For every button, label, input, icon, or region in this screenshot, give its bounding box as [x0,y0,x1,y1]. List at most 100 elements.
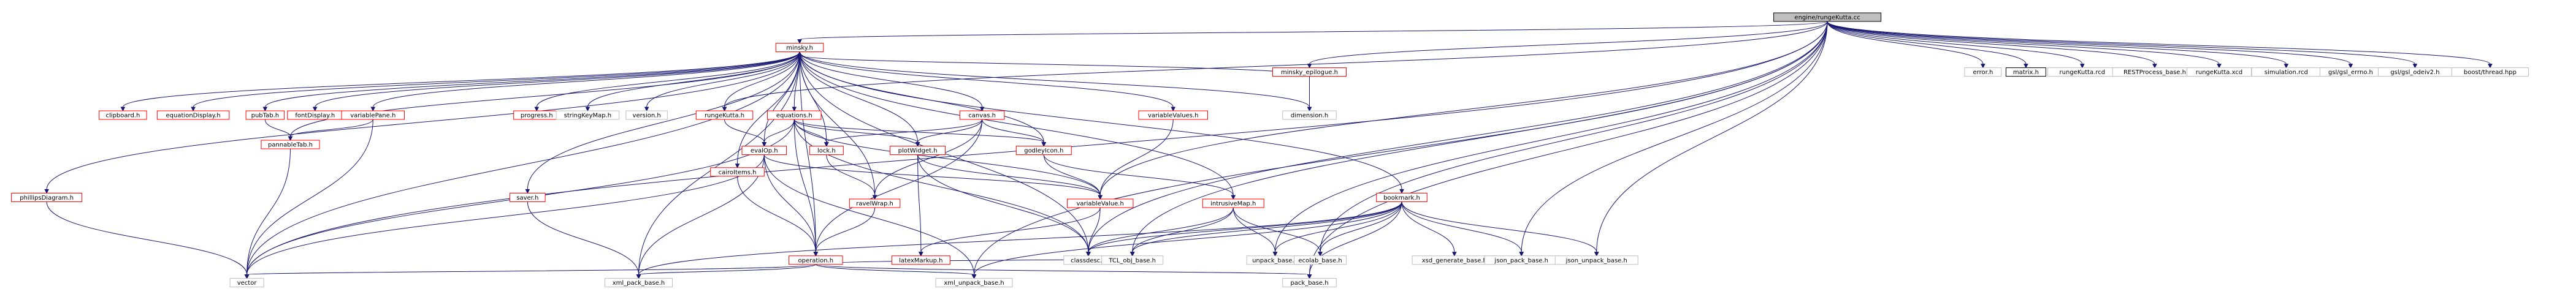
edge-bookmark-to-xsd_generate_base [1401,201,1457,257]
node-gsl_odeiv2: gsl/gsl_odeiv2.h [2377,67,2452,77]
node-box [891,255,950,265]
edge-evalOp-to-variableValue [763,154,1103,200]
node-minsky[interactable]: minsky.h [775,43,824,53]
edge-bookmark-to-xml_pack_base [636,201,1402,279]
node-box [1015,146,1072,156]
node-box [809,146,844,156]
node-label: classdesc.h [1071,257,1106,264]
edge-bookmark-to-unpack_base [1272,201,1402,257]
edge-plotWidget-to-variableValue [917,154,1103,200]
edge-variableValue-to-latexMarkup [919,207,1101,257]
node-rk_rcd: rungeKutta.rcd [2047,67,2117,77]
node-godleyIcon[interactable]: godleyIcon.h [1015,146,1072,156]
node-box [890,146,946,156]
node-label: vector [237,280,258,287]
node-label: canvas.h [968,113,996,119]
node-restprocess: RESTProcess_base.h [2112,67,2198,77]
node-saver[interactable]: saver.h [510,192,546,202]
node-pubTab[interactable]: pubTab.h [245,110,285,120]
node-label: error.h [1973,69,1993,76]
node-ecolab_base: ecolab_base.h [1294,255,1347,265]
node-equationDisplay[interactable]: equationDisplay.h [156,110,230,120]
node-box [1282,110,1337,120]
edge-canvas-to-plotWidget [915,119,983,147]
node-box [1202,198,1264,208]
edge-evalOp-to-vector [244,154,765,279]
edge-root-to-minsky_epilogue [1307,21,1828,69]
node-bookmark[interactable]: bookmark.h [1376,192,1428,202]
node-label: stringKeyMap.h [564,113,611,119]
node-cairoItems[interactable]: cairoItems.h [710,167,765,177]
node-progress[interactable]: progress.h [513,110,560,120]
node-label: cairoItems.h [719,169,757,176]
node-label: json_unpack_base.h [1565,257,1627,264]
edge-operation-to-xml_pack_base [636,264,816,279]
node-variablePane[interactable]: variablePane.h [341,110,405,120]
node-variableValues[interactable]: variableValues.h [1138,110,1208,120]
node-label: gsl/gsl_odeiv2.h [2390,69,2439,76]
node-box [2451,67,2529,77]
node-evalOp[interactable]: evalOp.h [741,146,787,156]
edge-root-to-sim_rcd [1827,21,2289,69]
node-label: pack_base.h [1290,280,1328,287]
node-label: dimension.h [1291,113,1328,119]
edge-minsky-to-fontDisplay [312,51,800,112]
node-layer: engine/rungeKutta.cc minsky.h minsky_epilo… [11,12,2529,288]
node-equations[interactable]: equations.h [767,110,822,120]
node-label: rungeKutta.h [705,113,744,119]
edge-bookmark-to-json_unpack_base [1401,201,1599,257]
node-label: engine/rungeKutta.cc [1794,15,1860,21]
node-label: fontDisplay.h [295,113,335,119]
node-gsl_errno: gsl/gsl_errno.h [2319,67,2382,77]
node-minsky_epilogue[interactable]: minsky_epilogue.h [1272,67,1347,77]
edge-saver-to-xml_pack_base [527,201,641,279]
node-box [341,110,405,120]
edge-operation-to-classdesc [815,255,1091,265]
node-box [1066,198,1134,208]
node-label: matrix.h [2013,69,2039,76]
node-phillipsDiagram[interactable]: phillipsDiagram.h [11,192,83,202]
node-box [1294,255,1347,265]
node-label: variableValues.h [1148,113,1199,119]
edge-minsky-to-phillipsDiagram [44,51,800,194]
node-box [1282,278,1337,288]
edge-minsky-to-vector [244,51,800,279]
edge-root-to-restprocess [1827,21,2157,69]
edge-canvas-to-ravelWrap [872,119,983,200]
node-variableValue[interactable]: variableValue.h [1066,198,1134,208]
node-latexMarkup[interactable]: latexMarkup.h [891,255,950,265]
node-fontDisplay[interactable]: fontDisplay.h [287,110,343,120]
node-label: pubTab.h [251,113,279,119]
edge-canvas-to-lock [824,119,983,147]
node-vector: vector [229,278,264,288]
node-box [959,110,1005,120]
node-label: xml_pack_base.h [613,280,665,287]
node-matrix: matrix.h [2005,67,2046,77]
edge-ravelWrap-to-operation [813,207,876,257]
edge-minsky-to-rungeKutta_h [722,51,800,112]
edge-layer [44,21,2493,279]
node-ravelWrap[interactable]: ravelWrap.h [849,198,901,208]
node-operation[interactable]: operation.h [789,255,843,265]
edge-intrusiveMap-to-tcl_obj_base [1129,207,1234,257]
node-label: latexMarkup.h [899,257,942,264]
node-xml_pack_base: xml_pack_base.h [604,278,673,288]
node-box [99,110,147,120]
node-label: json_pack_base.h [1494,257,1548,264]
node-box [1138,110,1208,120]
node-clipboard[interactable]: clipboard.h [99,110,147,120]
node-canvas[interactable]: canvas.h [959,110,1005,120]
node-rungeKutta_h[interactable]: rungeKutta.h [695,110,754,120]
node-pannableTab[interactable]: pannableTab.h [261,140,320,149]
edge-pubTab-to-pannableTab [264,119,293,141]
node-stringKeyMap: stringKeyMap.h [556,110,620,120]
node-label: operation.h [798,257,834,264]
node-plotWidget[interactable]: plotWidget.h [890,146,946,156]
edge-root-to-error [1827,21,1986,69]
edge-operation-to-pack_base [815,264,1312,279]
node-intrusiveMap[interactable]: intrusiveMap.h [1202,198,1264,208]
node-label: saver.h [516,195,538,201]
edge-root-to-rk_xcd [1827,21,2222,69]
node-lock[interactable]: lock.h [809,146,844,156]
